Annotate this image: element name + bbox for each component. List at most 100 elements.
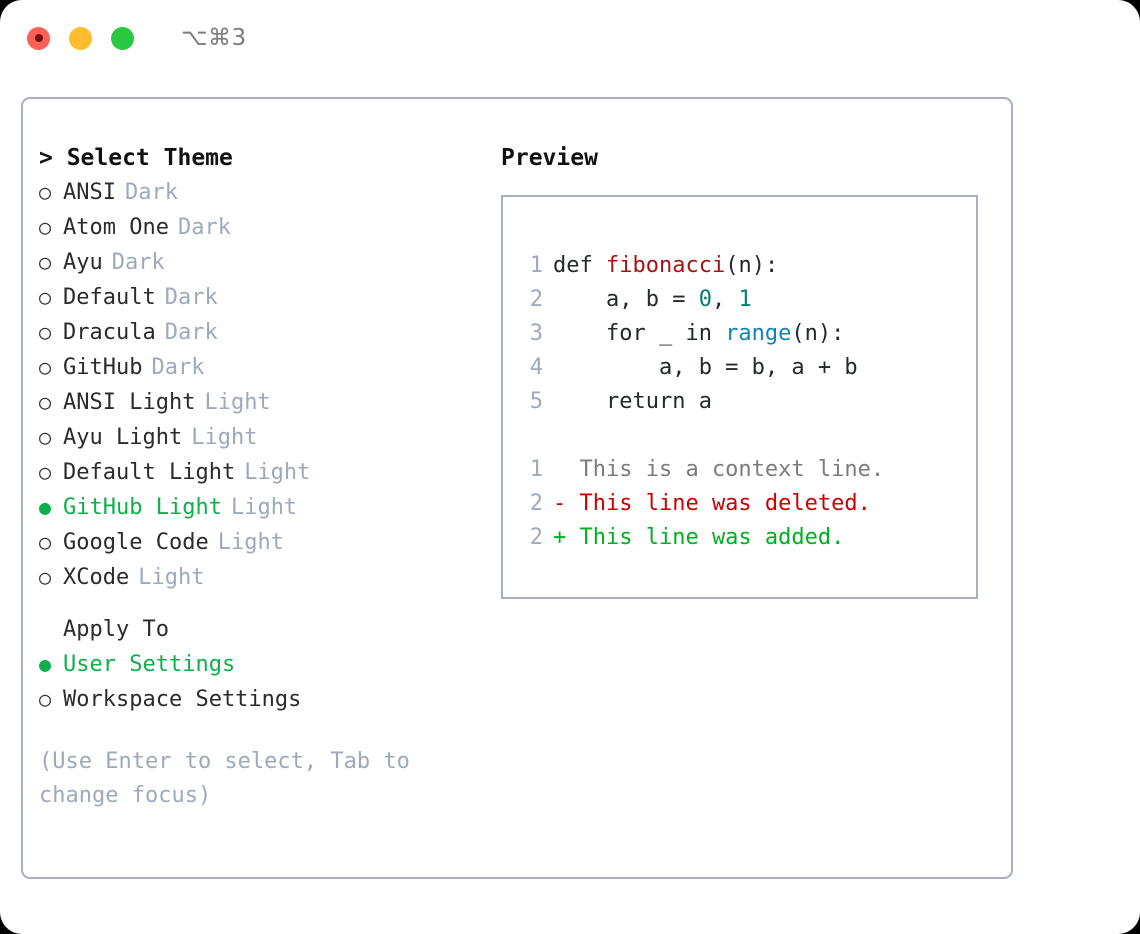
code-token-plain: return a (553, 389, 712, 414)
minimize-window-button[interactable] (69, 26, 92, 50)
theme-option-label: Default (63, 285, 156, 310)
code-line-2: 3 for _ in range(n): (519, 317, 884, 351)
code-line-text: return a (553, 385, 712, 419)
radio-selected-icon: ● (39, 652, 52, 676)
diff-line-0: 1 This is a context line. (519, 453, 884, 487)
diff-line-text-del: - This line was deleted. (553, 491, 871, 516)
title-bar: ⌥⌘3 (0, 0, 1140, 76)
theme-option-0[interactable]: ○ ANSI Dark (39, 175, 489, 210)
page-title: > Select Theme (39, 145, 233, 171)
code-token-plain: def (553, 253, 606, 278)
theme-variant-badge: Light (230, 495, 298, 520)
radio-unselected-icon: ○ (39, 390, 52, 414)
theme-option-label: Ayu Light (63, 425, 183, 450)
apply-to-title: Apply To (63, 617, 169, 642)
theme-option-2[interactable]: ○ Ayu Dark (39, 245, 489, 280)
radio-unselected-icon: ○ (39, 285, 52, 309)
apply-to-option-list: ● User Settings ○ Workspace Settings (39, 647, 489, 717)
radio-unselected-icon: ○ (39, 215, 52, 239)
code-token-fn: fibonacci (605, 253, 726, 278)
maximize-window-button[interactable] (111, 26, 134, 50)
theme-option-9[interactable]: ● GitHub Light Light (39, 490, 489, 525)
diff-line-1: 2 - This line was deleted. (519, 487, 884, 521)
traffic-light-group (27, 26, 134, 50)
preview-title: Preview (501, 145, 598, 171)
radio-unselected-icon: ○ (39, 180, 52, 204)
theme-option-label: Ayu (63, 250, 103, 275)
apply-to-option-label: Workspace Settings (63, 687, 302, 712)
theme-option-label: XCode (63, 565, 130, 590)
radio-unselected-icon: ○ (39, 460, 52, 484)
close-icon (34, 34, 43, 42)
code-line-text: def fibonacci(n): (553, 249, 778, 283)
code-line-text: for _ in range(n): (553, 317, 844, 351)
theme-option-label: GitHub Light (63, 495, 222, 520)
theme-variant-badge: Dark (124, 180, 178, 205)
code-line-1: 2 a, b = 0, 1 (519, 283, 884, 317)
theme-variant-badge: Dark (151, 355, 205, 380)
theme-option-5[interactable]: ○ GitHub Dark (39, 350, 489, 385)
keyboard-hint-text: (Use Enter to select, Tab to change focu… (39, 749, 410, 808)
apply-to-option-1[interactable]: ○ Workspace Settings (39, 682, 489, 717)
code-line-3: 4 a, b = b, a + b (519, 351, 884, 385)
line-number: 1 (529, 253, 543, 278)
theme-variant-badge: Light (204, 390, 271, 415)
diff-line-text-add: + This line was added. (553, 525, 845, 550)
code-line-text: a, b = 0, 1 (553, 283, 752, 317)
line-number: 5 (529, 389, 543, 414)
theme-option-7[interactable]: ○ Ayu Light Light (39, 420, 489, 455)
code-token-num: 0 (698, 287, 712, 312)
theme-option-label: GitHub (63, 355, 143, 380)
theme-option-label: Google Code (63, 530, 209, 555)
close-window-button[interactable] (27, 26, 50, 50)
code-token-builtin: range (725, 321, 792, 346)
radio-unselected-icon: ○ (39, 355, 52, 379)
theme-option-label: Default Light (63, 460, 236, 485)
code-token-plain: (n): (791, 321, 845, 346)
line-number: 4 (529, 355, 543, 380)
theme-variant-badge: Dark (164, 320, 218, 345)
apply-to-option-label: User Settings (63, 652, 236, 677)
code-token-plain: for _ in (553, 321, 726, 346)
radio-unselected-icon: ○ (39, 530, 52, 554)
line-number: 1 (529, 457, 543, 482)
code-token-plain: (n): (725, 253, 779, 278)
theme-variant-badge: Light (138, 565, 205, 590)
theme-option-label: ANSI (63, 180, 116, 205)
code-token-plain: a, b = (553, 287, 699, 312)
code-line-4: 5 return a (519, 385, 884, 419)
radio-unselected-icon: ○ (39, 250, 52, 274)
code-line-0: 1 def fibonacci(n): (519, 249, 884, 283)
theme-variant-badge: Dark (111, 250, 165, 275)
line-number: 2 (529, 287, 543, 312)
line-number: 2 (529, 491, 543, 516)
theme-variant-badge: Dark (164, 285, 218, 310)
radio-unselected-icon: ○ (39, 425, 52, 449)
diff-block: 1 This is a context line. 2 - This line wa… (519, 453, 884, 555)
theme-variant-badge: Light (191, 425, 258, 450)
radio-selected-icon: ● (39, 495, 52, 519)
theme-option-3[interactable]: ○ Default Dark (39, 280, 489, 315)
theme-variant-badge: Dark (177, 215, 231, 240)
theme-option-10[interactable]: ○ Google Code Light (39, 525, 489, 560)
code-token-plain: , (711, 287, 739, 312)
code-token-plain: a, b = b, a + b (553, 355, 858, 380)
theme-variant-badge: Light (217, 530, 284, 555)
radio-unselected-icon: ○ (39, 687, 52, 711)
code-token-num: 1 (738, 287, 752, 312)
line-number: 3 (529, 321, 543, 346)
apply-to-option-0[interactable]: ● User Settings (39, 647, 489, 682)
keyboard-shortcut-label: ⌥⌘3 (181, 25, 247, 51)
